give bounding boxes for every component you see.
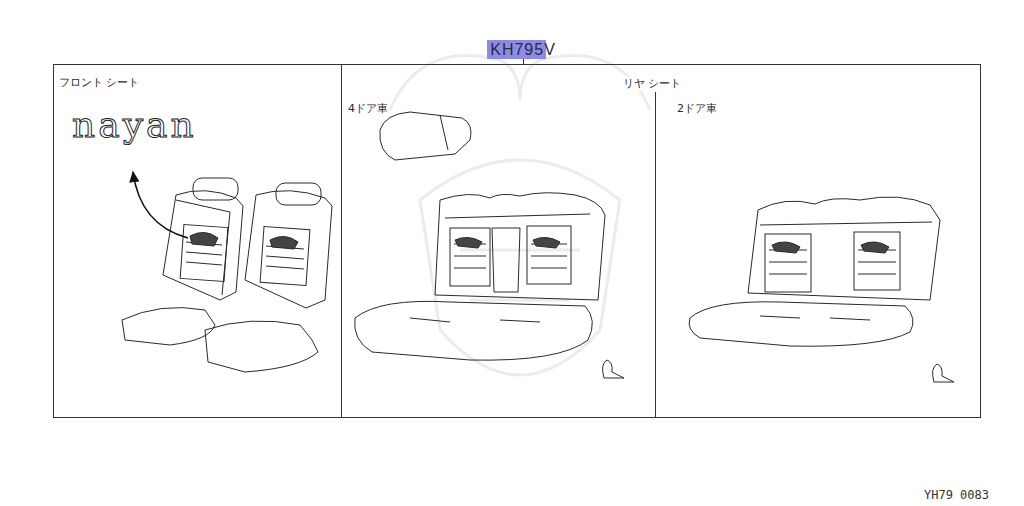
part-code-label: KH795V [487, 40, 559, 59]
panel-heading: 4ドア車 [348, 101, 388, 116]
figure-number: YH79 0083 [924, 488, 989, 502]
section-heading: リヤ シート [622, 76, 683, 91]
leader-arrow [133, 172, 188, 238]
rear-seat-4door [355, 112, 624, 378]
panel-heading: フロント シート [59, 75, 140, 90]
rear-2door-panel: 2ドア車 [655, 64, 981, 418]
panel-divider [655, 92, 656, 418]
part-code: KH795V [487, 40, 559, 59]
rear-4door-panel: 4ドア車 [342, 64, 655, 418]
front-seats [122, 178, 332, 372]
logo-text: nayan [72, 104, 197, 145]
rear-seat-2door [689, 197, 954, 382]
panel-heading: 2ドア車 [677, 101, 717, 116]
watermark [390, 56, 650, 375]
